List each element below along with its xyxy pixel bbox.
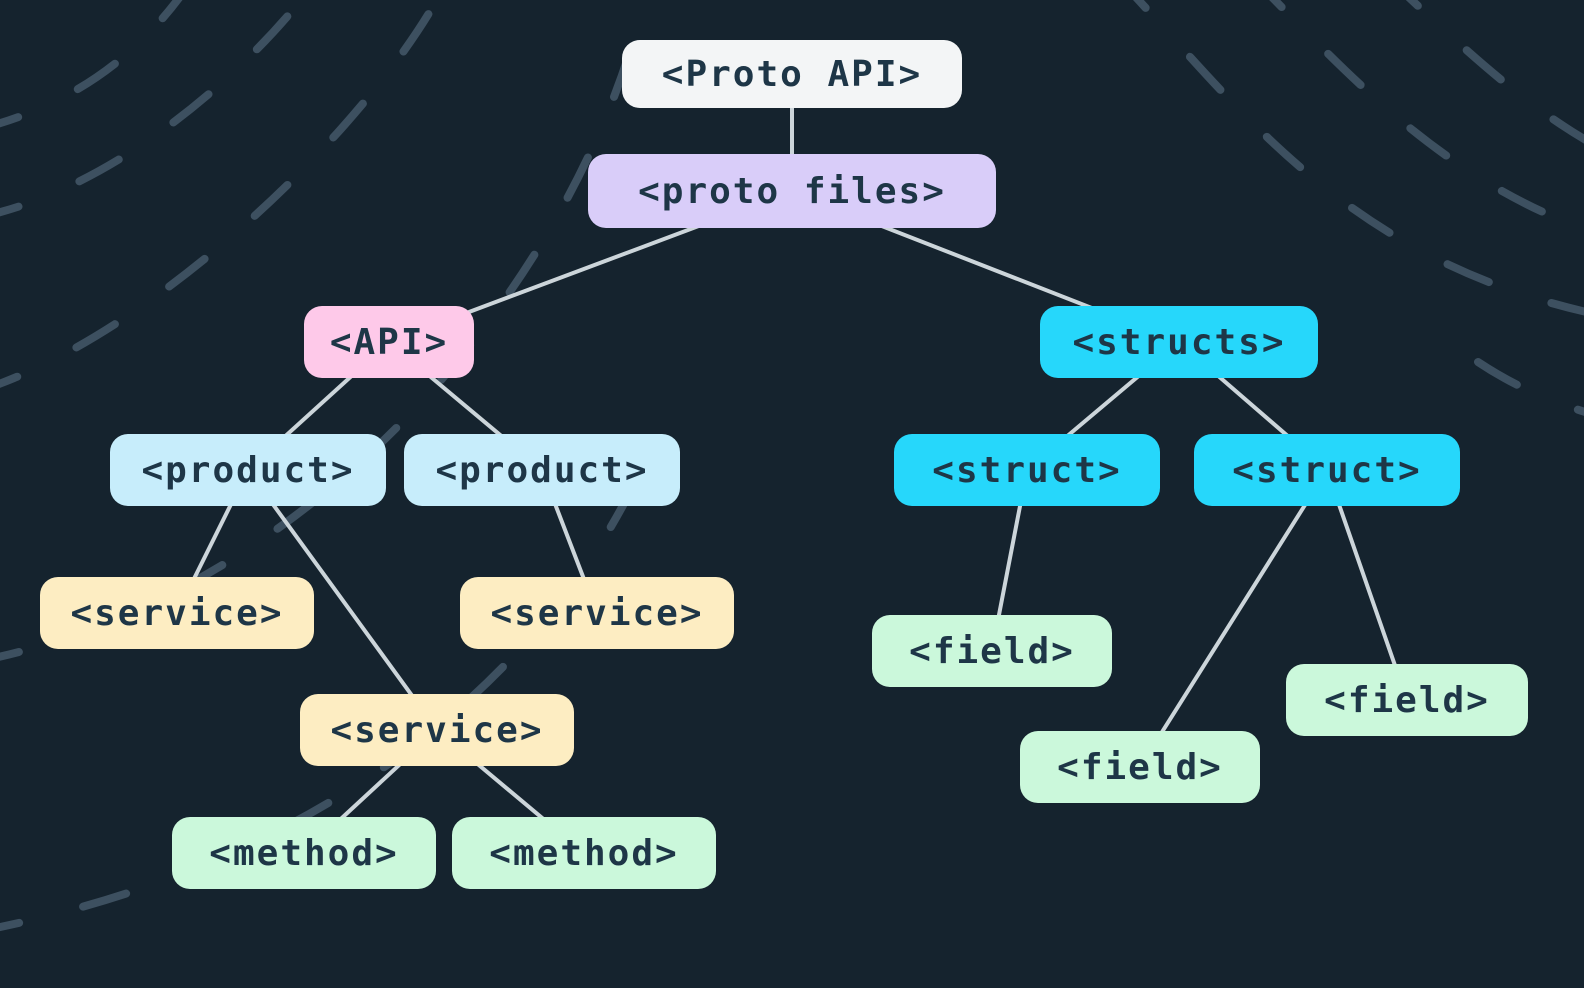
node-product-1: <product> [110,434,386,506]
dash-curve [1474,358,1584,416]
node-service-3: <service> [300,694,574,766]
node-proto-files: <proto files> [588,154,996,228]
node-service-1: <service> [40,577,314,649]
dash-curve [0,0,442,388]
edge-product-1-to-service-3 [246,468,439,732]
node-struct-2: <struct> [1194,434,1460,506]
node-api: <API> [304,306,474,378]
dash-curve [1405,0,1584,144]
edge-struct-2-to-field-3 [1325,468,1409,702]
node-structs: <structs> [1040,306,1318,378]
dash-curve [0,0,307,217]
node-field-2: <field> [1020,731,1260,803]
node-method-2: <method> [452,817,716,889]
node-field-1: <field> [872,615,1112,687]
node-service-2: <service> [460,577,734,649]
dash-curve [0,0,183,128]
dash-curve [1269,0,1584,234]
node-field-3: <field> [1286,664,1528,736]
node-product-2: <product> [404,434,680,506]
edge-struct-2-to-field-2 [1138,468,1329,769]
node-proto-api: <Proto API> [622,40,962,108]
node-method-1: <method> [172,817,436,889]
node-struct-1: <struct> [894,434,1160,506]
